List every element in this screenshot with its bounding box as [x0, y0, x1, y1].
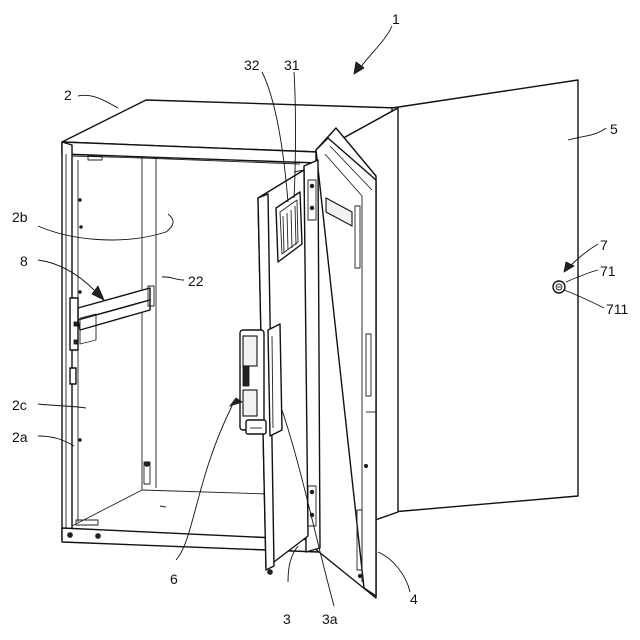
label-4: 4	[410, 591, 418, 607]
lock-unit	[240, 330, 266, 434]
label-3a: 3a	[322, 611, 338, 627]
label-2a: 2a	[12, 429, 28, 445]
label-2b: 2b	[12, 209, 28, 225]
label-1: 1	[392, 11, 400, 27]
side-panel-face	[392, 80, 578, 512]
label-22: 22	[188, 273, 204, 289]
label-2: 2	[64, 87, 72, 103]
door-handle-plate	[268, 324, 282, 436]
label-3: 3	[283, 611, 291, 627]
label-6: 6	[170, 571, 178, 587]
label-7: 7	[600, 237, 608, 253]
label-71: 71	[600, 263, 616, 279]
label-31: 31	[284, 57, 300, 73]
shelf-bracket	[70, 286, 154, 384]
label-32: 32	[244, 57, 260, 73]
label-711: 711	[606, 301, 629, 317]
label-2c: 2c	[12, 397, 27, 413]
arrow-head-8	[92, 286, 104, 300]
label-8: 8	[20, 253, 28, 269]
arrow-head-1	[354, 62, 364, 74]
label-5: 5	[610, 121, 618, 137]
outer-door	[314, 128, 376, 598]
inner-door	[240, 170, 308, 574]
